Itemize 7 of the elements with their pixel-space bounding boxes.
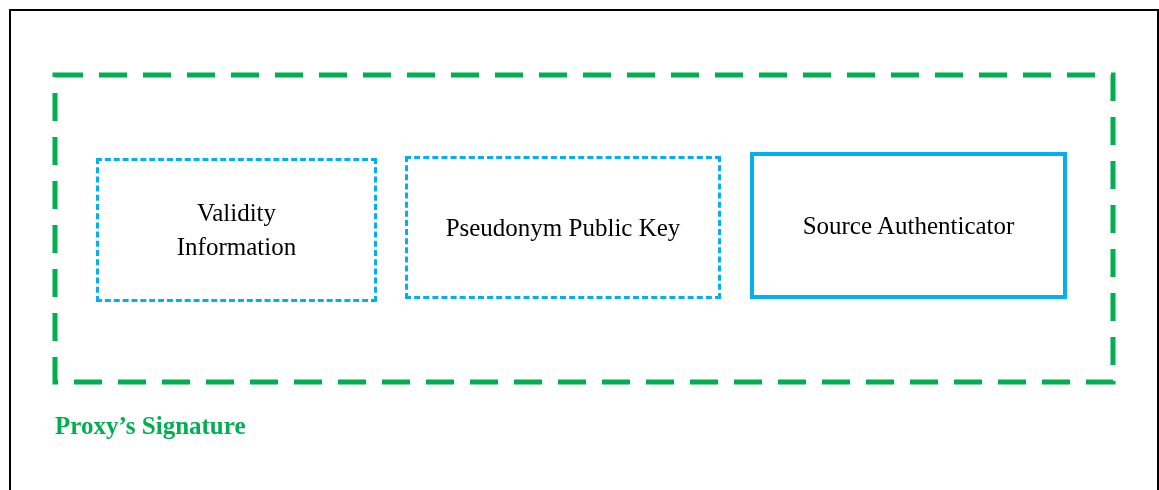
dashed-field-box: [96, 158, 377, 302]
field-label: Validity Information: [175, 198, 298, 262]
group-heading: Proxy’s Signature: [55, 412, 246, 440]
field-box: [750, 152, 1067, 299]
field-label: Pseudonym Public Key: [445, 212, 681, 243]
dashed-field-box: [405, 156, 721, 299]
field-label: Source Authenticator: [802, 210, 1015, 241]
